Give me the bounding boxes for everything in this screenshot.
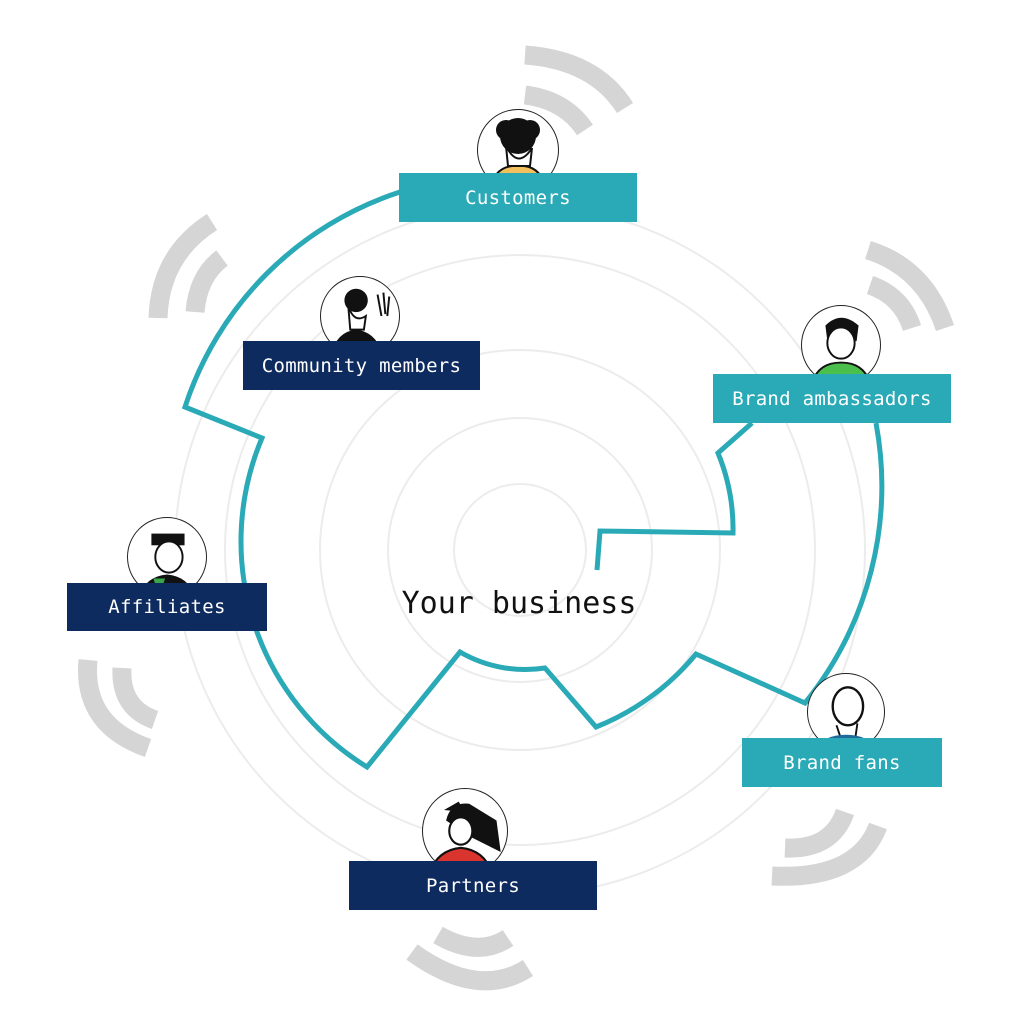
wave-top-outer [524, 45, 634, 114]
wave-lower-left-outer [78, 659, 152, 757]
wave-left-inner [185, 250, 229, 314]
ring-core [453, 483, 587, 617]
wave-left-outer [148, 213, 218, 319]
wave-lower-right-inner [784, 808, 854, 858]
wave-right-inner [866, 276, 922, 332]
wave-lower-left-inner [112, 667, 159, 729]
ring-middle [319, 349, 721, 751]
wave-right-outer [864, 240, 955, 332]
ring-large [224, 254, 816, 846]
wave-bottom-outer [406, 944, 534, 991]
connector-path [181, 189, 885, 771]
ring-inner [387, 417, 653, 683]
wave-lower-right-outer [771, 822, 887, 886]
brand-ambassadors-label: Brand ambassadors [713, 374, 951, 423]
community-members-label: Community members [243, 341, 480, 390]
affiliates-label: Affiliates [67, 583, 267, 631]
brand-fans-label: Brand fans [742, 738, 942, 787]
concentric-rings [174, 204, 866, 896]
customers-label: Customers [399, 173, 637, 222]
partner-avatar-icon [422, 788, 508, 874]
signal-waves [78, 45, 955, 991]
center-label: Your business [401, 585, 637, 621]
ring-outer [174, 204, 866, 896]
partners-label: Partners [349, 861, 597, 910]
brand-ambassador-avatar-icon [801, 305, 881, 385]
wave-bottom-inner [433, 926, 514, 957]
wave-top-inner [523, 85, 593, 136]
